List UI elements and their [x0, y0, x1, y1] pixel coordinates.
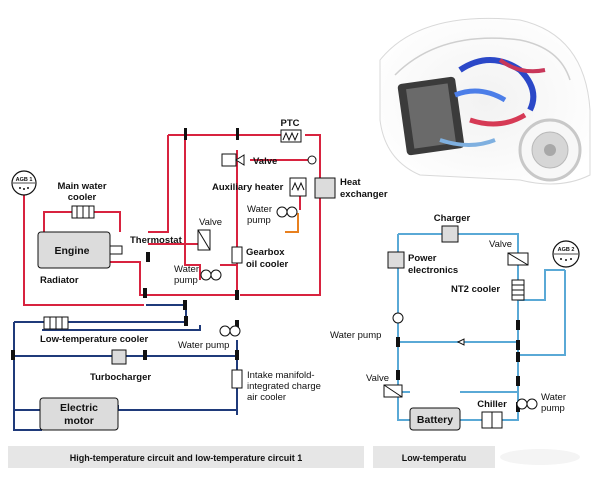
svg-text:integrated charge: integrated charge [247, 381, 321, 392]
svg-text:pump: pump [174, 275, 198, 286]
svg-text:High-temperature circuit and l: High-temperature circuit and low-tempera… [70, 453, 303, 463]
circuit2-valve: Valve [489, 239, 529, 266]
svg-text:AGB 2: AGB 2 [558, 247, 575, 253]
high-temp-circuit-pipes [23, 134, 321, 306]
engine: Engine Radiator [37, 231, 123, 286]
low-temp-cooler: Low-temperature cooler [40, 316, 149, 345]
svg-text:AGB 1: AGB 1 [16, 177, 33, 183]
circuit2-water-pump: Water pump [330, 312, 465, 346]
circuit2-water-pump-2: Water pump [516, 392, 566, 414]
heat-exchanger: Heat exchanger [314, 177, 388, 200]
svg-text:PTC: PTC [281, 118, 300, 129]
svg-text:Valve: Valve [366, 373, 389, 384]
svg-text:Low-temperature cooler: Low-temperature cooler [40, 334, 149, 345]
thermostat-label: Thermostat [130, 235, 183, 246]
aux-circuit-pipes [285, 213, 299, 233]
svg-text:cooler: cooler [68, 192, 97, 203]
power-electronics: Power electronics [387, 251, 458, 276]
agb2-gauge: AGB 2 [552, 240, 580, 268]
gearbox-oil-cooler: Gearbox oil cooler [231, 246, 289, 270]
circuit1-water-pump: Water pump [174, 264, 222, 286]
chiller: Chiller [477, 399, 507, 429]
turbocharger: Turbocharger [90, 349, 151, 383]
circuit2-caption: Low-temperatu [373, 446, 580, 468]
svg-text:Electric: Electric [60, 402, 98, 414]
svg-text:Water: Water [174, 264, 199, 275]
car-illustration [379, 17, 591, 185]
svg-text:Main water: Main water [57, 181, 106, 192]
circuit1-caption: High-temperature circuit and low-tempera… [8, 446, 364, 468]
svg-text:electronics: electronics [408, 265, 458, 276]
circuit1-junctions [11, 128, 239, 360]
charger: Charger [434, 213, 471, 243]
svg-text:Valve: Valve [199, 217, 222, 228]
svg-text:Power: Power [408, 253, 437, 264]
main-water-cooler: Main water cooler [57, 181, 107, 219]
svg-text:NT2 cooler: NT2 cooler [451, 284, 500, 295]
svg-text:Radiator: Radiator [40, 275, 79, 286]
svg-text:Auxiliary heater: Auxiliary heater [212, 182, 284, 193]
circuit1-valve: Valve [197, 217, 222, 251]
svg-text:Chiller: Chiller [477, 399, 507, 410]
electric-motor: Electric motor [39, 397, 119, 431]
svg-text:Low-temperatu: Low-temperatu [402, 453, 467, 463]
battery: Battery [409, 407, 461, 431]
svg-text:pump: pump [247, 215, 271, 226]
circuit1-water-pump-2: Water pump [247, 204, 298, 226]
intake-charge-air-cooler: Intake manifold- integrated charge air c… [231, 369, 321, 403]
ptc-heater: PTC [280, 118, 302, 143]
agb1-gauge: AGB 1 [11, 170, 37, 196]
svg-text:exchanger: exchanger [340, 189, 388, 200]
svg-text:Water: Water [541, 392, 566, 403]
svg-text:Battery: Battery [417, 414, 453, 426]
svg-text:Valve: Valve [253, 156, 277, 167]
svg-text:Engine: Engine [54, 245, 89, 257]
svg-text:Heat: Heat [340, 177, 361, 188]
svg-text:Valve: Valve [489, 239, 512, 250]
nt2-cooler: NT2 cooler [451, 279, 525, 301]
circuit1-water-pump-3: Water pump [178, 325, 241, 351]
svg-text:pump: pump [541, 403, 565, 414]
circuit2-valve-2: Valve [366, 373, 403, 398]
circuit1-valve-top: Valve [221, 153, 317, 167]
svg-text:Gearbox: Gearbox [246, 247, 285, 258]
svg-text:Turbocharger: Turbocharger [90, 372, 151, 383]
svg-text:Intake manifold-: Intake manifold- [247, 370, 315, 381]
svg-text:motor: motor [64, 415, 94, 427]
svg-text:Charger: Charger [434, 213, 471, 224]
svg-text:air cooler: air cooler [247, 392, 286, 403]
svg-text:Water pump: Water pump [178, 340, 229, 351]
auxiliary-heater: Auxiliary heater [212, 177, 307, 197]
svg-text:Water pump: Water pump [330, 330, 381, 341]
svg-text:Water: Water [247, 204, 272, 215]
svg-text:oil cooler: oil cooler [246, 259, 289, 270]
